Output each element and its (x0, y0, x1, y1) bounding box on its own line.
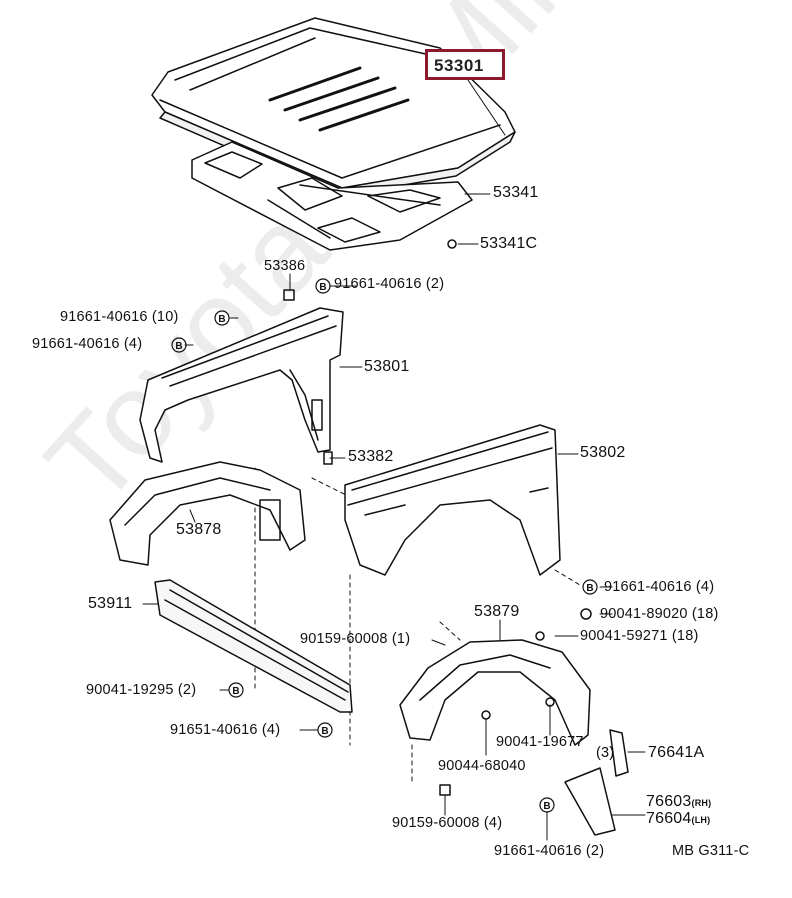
diagram-reference-code: MB G311-C (672, 843, 750, 859)
front-fender[interactable] (344, 424, 561, 576)
quantity-3: (3) (596, 745, 615, 761)
svg-text:B: B (175, 341, 182, 352)
part-number-bolt-g[interactable]: 91661-40616 (2) (494, 843, 605, 859)
part-number-53878[interactable]: 53878 (176, 521, 222, 538)
part-number-76641a[interactable]: 76641A (648, 744, 705, 761)
svg-text:B: B (218, 314, 225, 325)
part-number-53911[interactable]: 53911 (88, 595, 133, 612)
part-number-clip-a[interactable]: 90041-89020 (18) (600, 606, 719, 622)
part-number-screw-b[interactable]: 90159-60008 (4) (392, 815, 503, 831)
part-number-53801[interactable]: 53801 (364, 358, 410, 375)
svg-text:B: B (543, 801, 550, 812)
part-number-clip-c[interactable]: 90041-19677 (496, 734, 584, 750)
part-number-53301[interactable]: 53301 (434, 56, 484, 75)
svg-text:B: B (232, 686, 239, 697)
highlighted-part-callout[interactable]: 53301 (425, 49, 505, 80)
hood-inner-panel[interactable] (191, 141, 473, 251)
part-number-bolt-d[interactable]: 91661-40616 (4) (604, 579, 715, 595)
part-number-bolt-e[interactable]: 90041-19295 (2) (86, 682, 197, 698)
mudguard-bracket[interactable] (609, 729, 629, 777)
svg-text:B: B (586, 583, 593, 594)
part-number-76603[interactable]: 76603(RH) (646, 793, 712, 810)
leader-lines (142, 79, 646, 841)
hood-panel[interactable] (151, 17, 516, 197)
part-number-bolt-c[interactable]: 91661-40616 (4) (32, 336, 143, 352)
part-number-bolt-b[interactable]: 91661-40616 (10) (60, 309, 179, 325)
svg-text:B: B (319, 282, 326, 293)
part-number-76604[interactable]: 76604(LH) (646, 810, 711, 827)
fender-seal-panel[interactable] (154, 579, 353, 713)
part-number-53802[interactable]: 53802 (580, 444, 626, 461)
mud-flap[interactable] (564, 767, 616, 836)
part-number-53386[interactable]: 53386 (264, 258, 306, 274)
fender-liner-right[interactable] (399, 639, 591, 746)
part-number-53341[interactable]: 53341 (493, 184, 539, 201)
fender-liner-left[interactable] (109, 461, 306, 566)
part-number-clip-b[interactable]: 90041-59271 (18) (580, 628, 699, 644)
bolt-symbols (171, 278, 598, 813)
fastener-clips (283, 239, 592, 796)
part-number-screw-a[interactable]: 90159-60008 (1) (300, 631, 411, 647)
bolt-symbol-letters: B B B B B B B (175, 282, 593, 812)
part-number-bolt-f[interactable]: 91651-40616 (4) (170, 722, 281, 738)
part-number-53341c[interactable]: 53341C (480, 235, 538, 252)
part-number-clip-d[interactable]: 90044-68040 (438, 758, 526, 774)
svg-text:B: B (321, 726, 328, 737)
part-number-bolt-a[interactable]: 91661-40616 (2) (334, 276, 445, 292)
fender-apron-front[interactable] (139, 307, 344, 463)
part-number-53382[interactable]: 53382 (348, 448, 394, 465)
part-number-53879[interactable]: 53879 (474, 603, 520, 620)
